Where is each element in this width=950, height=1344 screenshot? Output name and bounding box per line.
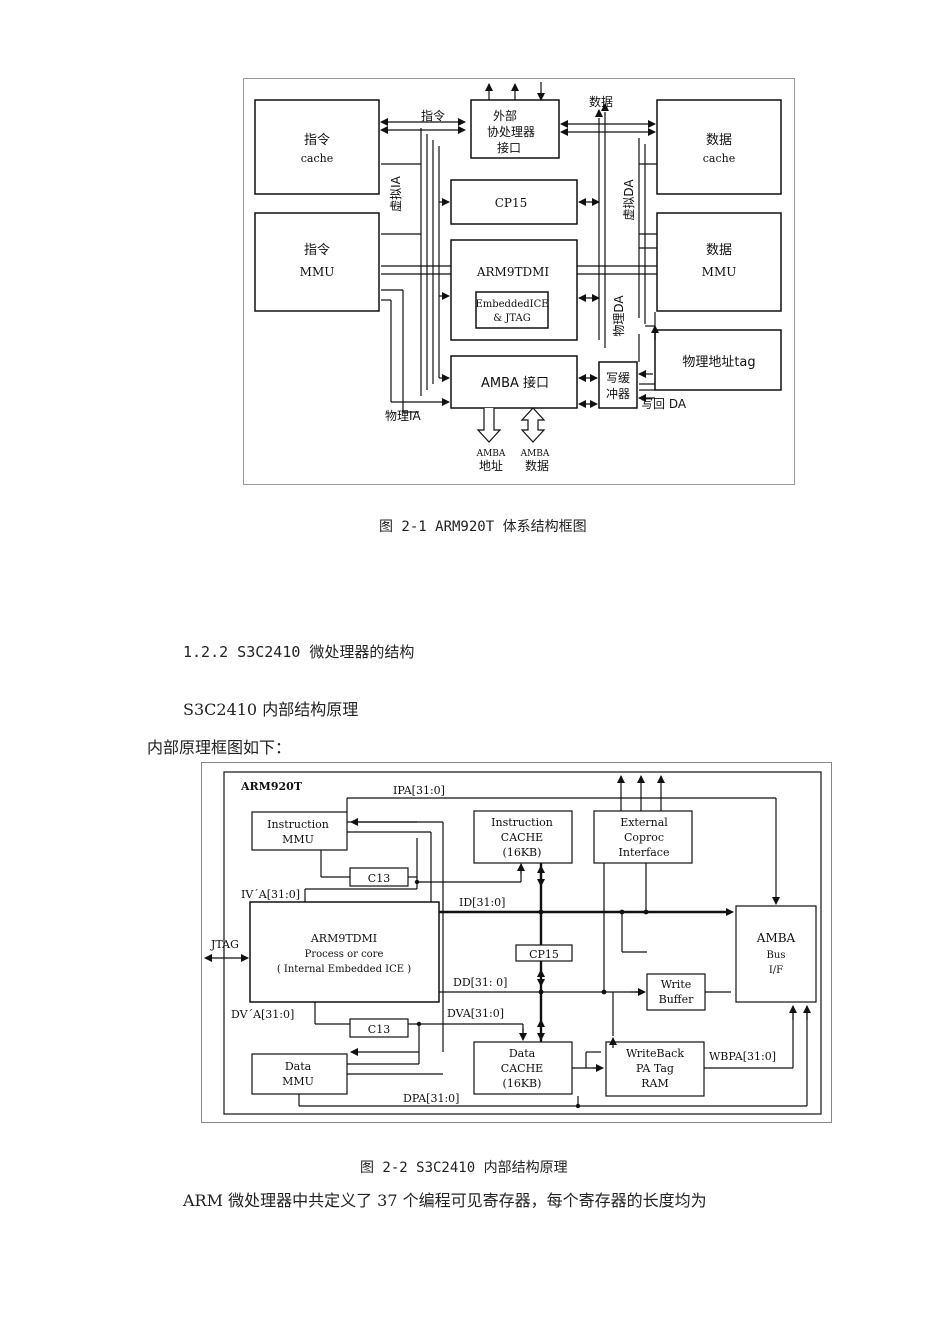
write-buffer-label-1: 写缓 — [606, 371, 630, 385]
embedded-ice-block — [475, 291, 549, 329]
data-cache-label-3: (16KB) — [503, 1077, 542, 1090]
arm9tdmi-core-block — [249, 901, 440, 1003]
write-buffer-label-2: 冲器 — [606, 386, 630, 401]
dd-label: DD[31: 0] — [453, 976, 507, 989]
phys-addr-tag-label: 物理地址tag — [682, 355, 755, 370]
external-coproc-block — [593, 810, 693, 864]
writeback-tag-label-3: RAM — [641, 1077, 669, 1090]
jtag-label: JTAG — [210, 938, 239, 951]
coproc-label-3: 接口 — [497, 140, 521, 155]
amba-addr-label-2: 地址 — [479, 459, 503, 473]
data-cache-label-1: Data — [509, 1047, 536, 1060]
dva-core-label: DV´A[31:0] — [231, 1008, 294, 1021]
amba-bus-if-block — [735, 905, 817, 1003]
external-coproc-label-2: Coproc — [624, 831, 664, 844]
embedded-ice-label-1: EmbeddedICE — [475, 299, 548, 310]
data-mmu-label-2: MMU — [702, 265, 737, 279]
instruction-mmu-label-1: Instruction — [267, 818, 329, 831]
instr-mmu-label-1: 指令 — [304, 243, 330, 258]
arm920t-title: ARM920T — [240, 780, 303, 793]
data-mmu-label-1: 数据 — [706, 243, 732, 258]
instr-label-top: 指令 — [421, 108, 445, 123]
arm9tdmi-label: ARM9TDMI — [476, 265, 550, 279]
physical-da-label: 物理DA — [612, 295, 626, 337]
arm9tdmi-core-label-2: Process or core — [305, 949, 384, 960]
section-heading: 1.2.2 S3C2410 微处理器的结构 — [183, 643, 415, 661]
iva-label: IV´A[31:0] — [241, 888, 300, 901]
c13-bottom-label: C13 — [368, 1023, 390, 1036]
amba-bus-label-3: I/F — [769, 965, 783, 976]
wbpa-label: WBPA[31:0] — [709, 1050, 776, 1063]
dva-label: DVA[31:0] — [447, 1007, 504, 1020]
external-coproc-label-3: Interface — [619, 846, 670, 859]
data-mmu-block — [656, 212, 782, 312]
amba-bus-label-1: AMBA — [756, 931, 796, 945]
writeback-tag-label-1: WriteBack — [626, 1047, 684, 1060]
cp15-label: CP15 — [495, 196, 528, 210]
writeback-tag-ram-block — [605, 1041, 705, 1097]
coproc-label-1: 外部 — [493, 108, 517, 123]
write-buffer-label-2: Buffer — [659, 993, 694, 1006]
writeback-da-label: 写回 DA — [641, 397, 687, 411]
instruction-cache-label-3: (16KB) — [503, 846, 542, 859]
instruction-cache-label-1: Instruction — [491, 816, 553, 829]
amba-data-label-2: 数据 — [525, 458, 549, 473]
coproc-label-2: 协处理器 — [487, 124, 535, 139]
instr-mmu-label-2: MMU — [300, 265, 335, 279]
amba-addr-label-1: AMBA — [476, 449, 506, 459]
cp15-block — [450, 179, 578, 225]
arm9tdmi-core-label-3: ( Internal Embedded ICE ) — [277, 964, 411, 975]
instr-cache-label-1: 指令 — [304, 133, 330, 148]
data-mmu-block — [251, 1053, 348, 1095]
writeback-tag-label-2: PA Tag — [636, 1062, 674, 1075]
data-cache-label-1: 数据 — [706, 133, 732, 148]
phys-addr-tag-block — [654, 329, 782, 391]
instruction-mmu-block — [251, 811, 348, 851]
c13-top-label: C13 — [368, 872, 390, 885]
figure-s3c2410-internal-structure: ARM920T Instruction MMU Instruction CACH… — [201, 762, 833, 1124]
amba-interface-block — [450, 355, 578, 409]
instr-cache-block — [254, 99, 380, 195]
external-coproc-label-1: External — [620, 816, 668, 829]
c13-bottom-block — [349, 1018, 409, 1038]
data-cache-block — [473, 1041, 573, 1095]
paragraph-diagram-intro: 内部原理框图如下： — [147, 738, 292, 757]
write-buffer-block — [646, 973, 706, 1011]
amba-data-label-1: AMBA — [520, 449, 550, 459]
virtual-da-label: 虚拟DA — [622, 179, 636, 221]
data-mmu-label-2: MMU — [282, 1075, 314, 1088]
amba-bus-label-2: Bus — [767, 950, 786, 961]
figure1-caption: 图 2-1 ARM920T 体系结构框图 — [379, 519, 587, 535]
data-cache-label-2: CACHE — [501, 1062, 543, 1075]
amba-interface-label: AMBA 接口 — [481, 375, 549, 391]
embedded-ice-label-2: & JTAG — [493, 313, 530, 324]
id-label: ID[31:0] — [459, 896, 505, 909]
figure-arm920t-block-diagram: 指令 cache 指令 MMU 外部 协处理器 接口 CP15 ARM9TDMI… — [243, 78, 795, 486]
instr-mmu-block — [254, 212, 380, 312]
physical-ia-label: 物理IA — [385, 409, 422, 423]
instruction-cache-label-2: CACHE — [501, 831, 543, 844]
data-mmu-label-1: Data — [285, 1060, 312, 1073]
write-buffer-block — [598, 361, 638, 409]
virtual-ia-label: 虚拟IA — [389, 175, 403, 212]
data-cache-label-2: cache — [703, 152, 735, 165]
data-cache-block — [656, 99, 782, 195]
write-buffer-label-1: Write — [661, 978, 692, 991]
data-label-top: 数据 — [589, 94, 613, 109]
instr-cache-label-2: cache — [301, 152, 333, 165]
paragraph-s3c2410-principle: S3C2410 内部结构原理 — [183, 700, 359, 719]
dpa-label: DPA[31:0] — [403, 1092, 459, 1105]
instruction-mmu-label-2: MMU — [282, 833, 314, 846]
arm9tdmi-core-label-1: ARM9TDMI — [310, 932, 377, 945]
paragraph-registers: ARM 微处理器中共定义了 37 个编程可见寄存器，每个寄存器的长度均为 — [183, 1191, 707, 1210]
cp15-block — [515, 944, 573, 962]
ipa-label: IPA[31:0] — [393, 784, 445, 797]
cp15-label: CP15 — [529, 948, 559, 961]
instruction-cache-block — [473, 810, 573, 864]
figure2-caption: 图 2-2 S3C2410 内部结构原理 — [360, 1160, 568, 1176]
